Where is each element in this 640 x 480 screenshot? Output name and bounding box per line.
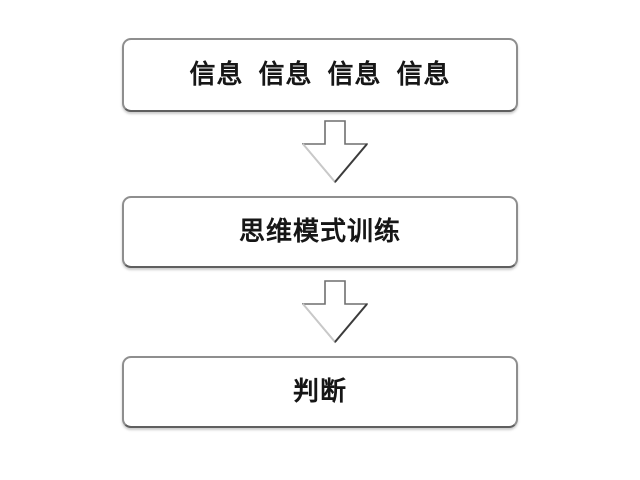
flow-node-label: 判断 xyxy=(292,377,347,406)
flow-node-label: 思维模式训练 xyxy=(238,217,401,246)
down-arrow-icon xyxy=(302,120,368,184)
flow-node-thinking-mode-training: 思维模式训练 xyxy=(122,196,518,268)
flow-node-label: 信息 信息 信息 信息 xyxy=(189,60,451,89)
flow-node-information: 信息 信息 信息 信息 xyxy=(122,38,518,112)
down-arrow-icon xyxy=(302,280,368,344)
flow-node-judgment: 判断 xyxy=(122,356,518,428)
